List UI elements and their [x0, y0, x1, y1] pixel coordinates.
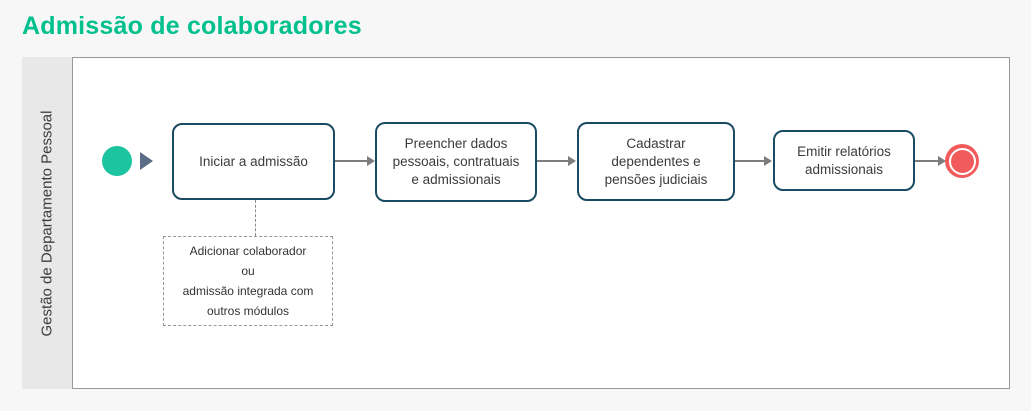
annotation-line: admissão integrada com: [182, 284, 314, 298]
task-emitir-relatorios: Emitir relatórios admissionais: [773, 130, 915, 191]
lane-label: Gestão de Departamento Pessoal: [38, 110, 56, 336]
diagram-canvas: Iniciar a admissão Preencher dados pesso…: [72, 57, 1010, 389]
annotation-line: Adicionar colaborador: [189, 244, 307, 258]
task-cadastrar-dependentes: Cadastrar dependentes e pensões judiciai…: [577, 122, 735, 201]
task-label: Iniciar a admissão: [199, 153, 308, 169]
bpmn-lane: Gestão de Departamento Pessoal Iniciar a…: [22, 57, 1010, 389]
annotation-connector-line: [255, 200, 256, 236]
sequence-flow-arrow: [915, 156, 946, 166]
end-event-ring: [948, 147, 976, 175]
annotation-line: outros módulos: [206, 304, 290, 318]
task-preencher-dados: Preencher dados pessoais, contratuais e …: [375, 122, 537, 202]
annotation-line: ou: [241, 264, 255, 278]
task-label: Cadastrar dependentes e pensões judiciai…: [604, 135, 708, 187]
start-event-icon: [102, 146, 132, 176]
sequence-flow-arrow: [537, 156, 576, 166]
start-arrowhead-icon: [140, 152, 153, 170]
annotation-box: Adicionar colaborador ou admissão integr…: [163, 236, 333, 326]
sequence-flow-arrow: [735, 156, 772, 166]
page-title: Admissão de colaboradores: [22, 12, 362, 40]
end-event-icon: [945, 144, 979, 178]
task-label: Preencher dados pessoais, contratuais e …: [392, 136, 520, 187]
task-iniciar-admissao: Iniciar a admissão: [172, 123, 335, 200]
task-label: Emitir relatórios admissionais: [797, 143, 891, 177]
lane-header: Gestão de Departamento Pessoal: [22, 57, 72, 389]
sequence-flow-arrow: [335, 156, 375, 166]
